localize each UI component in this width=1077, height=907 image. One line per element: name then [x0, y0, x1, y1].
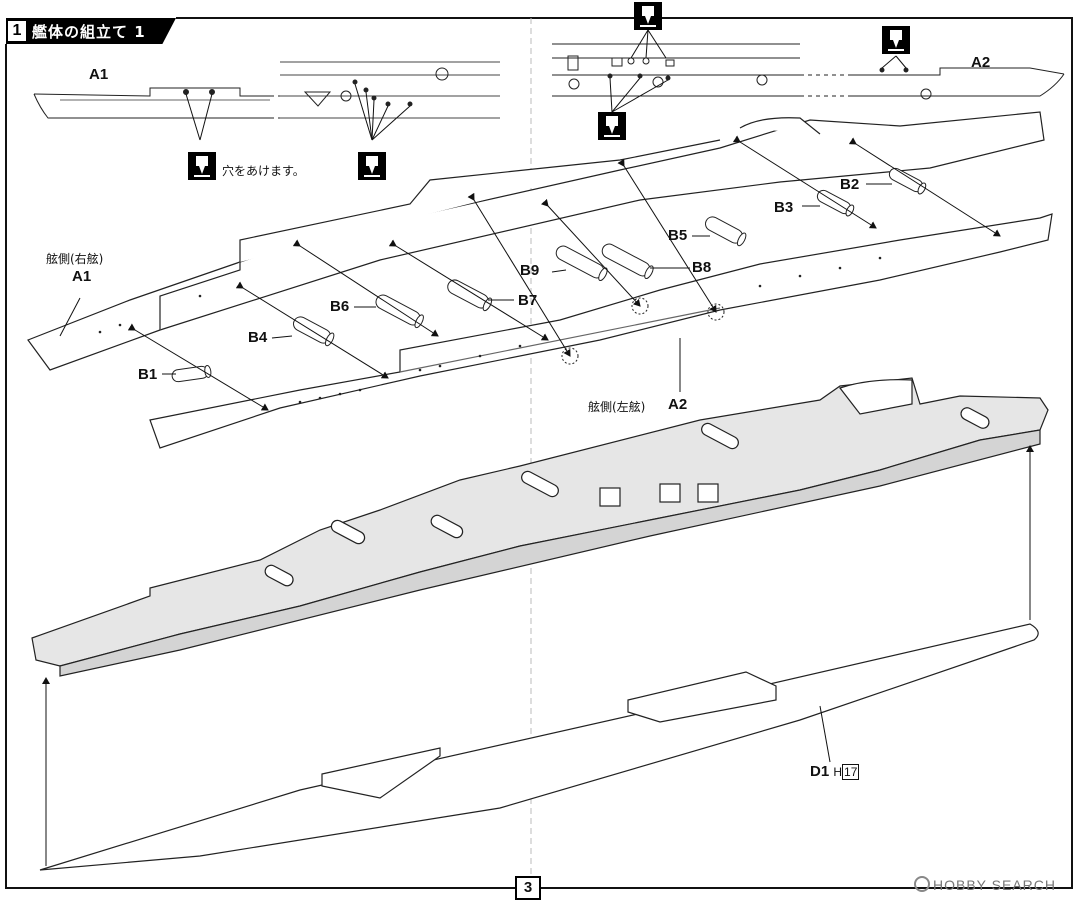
label-b1: B1 — [138, 366, 158, 383]
drill-icon — [598, 112, 626, 140]
step-number: 1 — [8, 21, 26, 41]
step-header: 1 艦体の組立て 1 — [6, 18, 176, 44]
label-b6: B6 — [330, 298, 350, 315]
hole-markers — [561, 297, 725, 365]
drill-icon — [882, 26, 910, 54]
part-b8 — [601, 243, 654, 280]
hobby-search-logo-icon — [914, 876, 930, 892]
page-number: 3 — [515, 876, 541, 900]
assembly-arrows — [127, 135, 1001, 411]
page-frame — [5, 17, 1073, 889]
watermark-text: HOBBY SEARCH — [933, 877, 1056, 893]
part-d1-lower-hull — [39, 623, 1039, 871]
label-a2-top: A2 — [971, 54, 991, 71]
drill-note: 穴をあけます。 — [222, 164, 305, 178]
hull-assembled — [31, 377, 1049, 677]
drill-pointers-a2 — [609, 29, 907, 113]
label-b8: B8 — [692, 259, 712, 276]
part-b4 — [293, 316, 335, 347]
label-b7: B7 — [518, 292, 538, 309]
drill-icon — [358, 152, 386, 180]
label-a1: A1 — [72, 268, 92, 285]
part-b7 — [447, 279, 493, 312]
label-a2: A2 — [668, 396, 688, 413]
label-d1-count: 17 — [842, 764, 860, 780]
part-b5 — [705, 216, 747, 247]
label-b2: B2 — [840, 176, 860, 193]
side-view-a1 — [33, 61, 500, 119]
drill-icon — [188, 152, 216, 180]
side-view-a2 — [552, 43, 1065, 100]
long-arrows — [42, 445, 1034, 866]
watermark: HOBBY SEARCH — [914, 876, 1056, 893]
drill-pointers-a1 — [185, 83, 411, 141]
step-title: 艦体の組立て 1 — [32, 23, 146, 41]
label-b9: B9 — [520, 262, 540, 279]
label-b5: B5 — [668, 227, 688, 244]
label-a1-top: A1 — [89, 66, 109, 83]
drill-icon — [634, 2, 662, 30]
label-starboard-side: 舷側(右舷) — [46, 252, 104, 266]
label-b3: B3 — [774, 199, 794, 216]
label-leaders — [59, 183, 892, 392]
label-d1-part: D1 — [810, 763, 830, 780]
label-b4: B4 — [248, 329, 268, 346]
label-d1-sprue: H — [833, 765, 843, 779]
label-port-side: 舷側(左舷) — [588, 400, 646, 414]
part-b1 — [171, 365, 212, 383]
